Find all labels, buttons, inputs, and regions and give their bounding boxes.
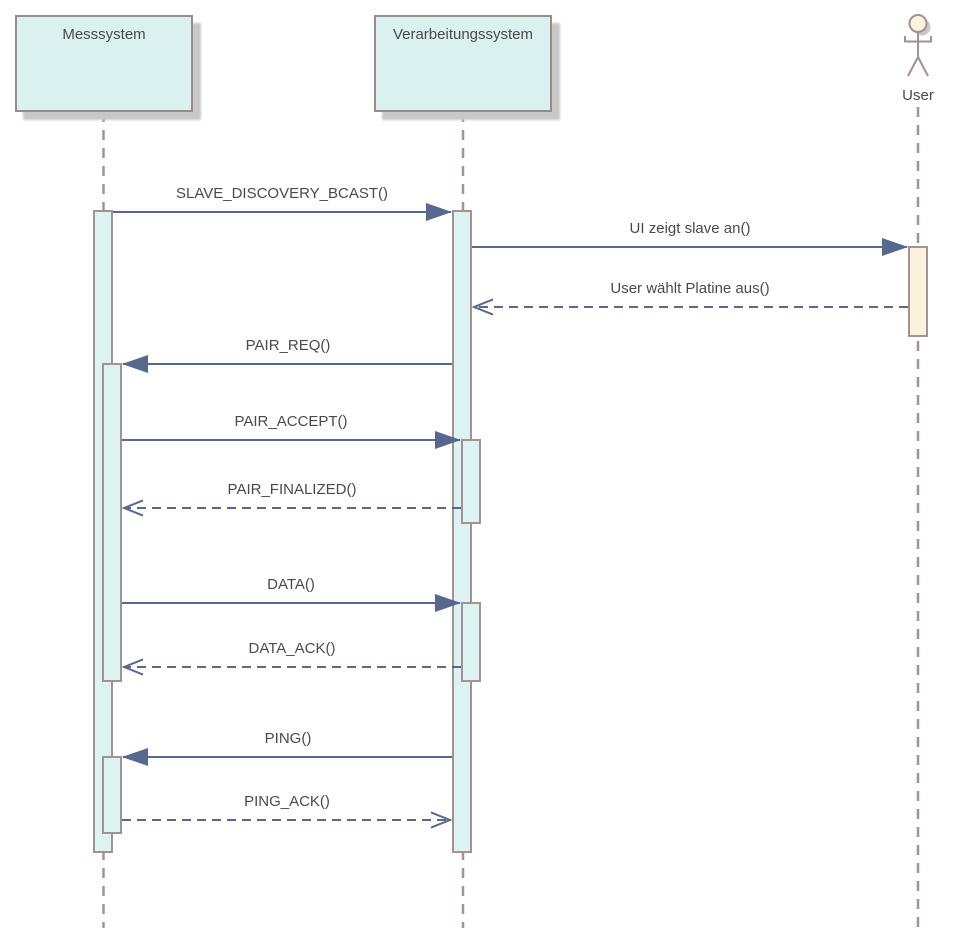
activation-user[interactable]: [908, 246, 928, 337]
message-slave-discovery-bcast-label: SLAVE_DISCOVERY_BCAST(): [172, 184, 392, 204]
actor-legs: [907, 54, 929, 77]
activation-verarbeitungssystem-outer[interactable]: [452, 210, 472, 853]
message-ping-ack-label: PING_ACK(): [241, 792, 333, 812]
participant-verarbeitungssystem-label: Verarbeitungssystem: [392, 26, 534, 43]
activation-verarbeitungssystem-data[interactable]: [461, 602, 481, 682]
participant-messsystem[interactable]: Messsystem: [15, 15, 193, 112]
message-ui-zeigt-slave-an-label: UI zeigt slave an(): [626, 219, 754, 239]
user-actor-icon[interactable]: [904, 14, 932, 77]
message-data-label: DATA(): [264, 575, 318, 595]
activation-verarbeitungssystem-pairing[interactable]: [461, 439, 481, 524]
activation-messsystem-pairing[interactable]: [102, 363, 122, 682]
message-data-ack-label: DATA_ACK(): [245, 639, 339, 659]
actor-arms: [904, 36, 932, 43]
message-user-waehlt-platine-aus-label: User wählt Platine aus(): [607, 279, 773, 299]
message-pair-finalized-label: PAIR_FINALIZED(): [224, 480, 360, 500]
participant-verarbeitungssystem[interactable]: Verarbeitungssystem: [374, 15, 552, 112]
activation-messsystem-ping[interactable]: [102, 756, 122, 834]
message-pair-accept-label: PAIR_ACCEPT(): [231, 412, 351, 432]
participant-messsystem-label: Messsystem: [62, 26, 146, 43]
actor-head: [908, 14, 928, 33]
participant-user-label: User: [902, 87, 934, 104]
message-ping-label: PING(): [261, 729, 315, 749]
message-pair-req-label: PAIR_REQ(): [242, 336, 334, 356]
